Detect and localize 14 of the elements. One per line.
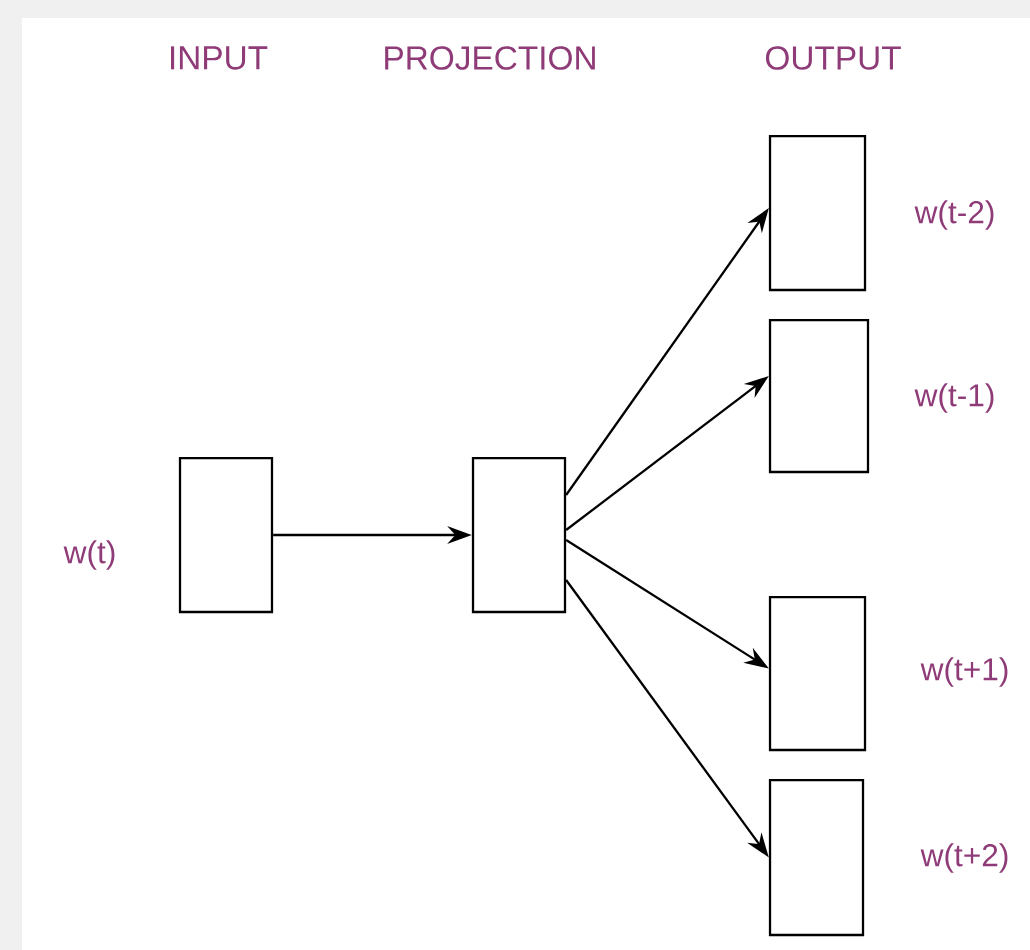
column-heading: OUTPUT [765, 46, 901, 70]
word-label: w(t-2) [914, 200, 994, 230]
word-label: w(t+1) [920, 657, 1008, 687]
box [768, 318, 870, 474]
word-label: w(t+2) [920, 843, 1008, 873]
box [471, 456, 567, 614]
column-heading: INPUT [171, 46, 268, 70]
word-label: w(t-1) [914, 383, 994, 413]
box [178, 456, 274, 614]
column-heading: PROJECTION [385, 46, 595, 70]
box [768, 595, 867, 752]
box [768, 778, 865, 937]
word-label: w(t) [63, 540, 115, 570]
box [768, 134, 867, 292]
